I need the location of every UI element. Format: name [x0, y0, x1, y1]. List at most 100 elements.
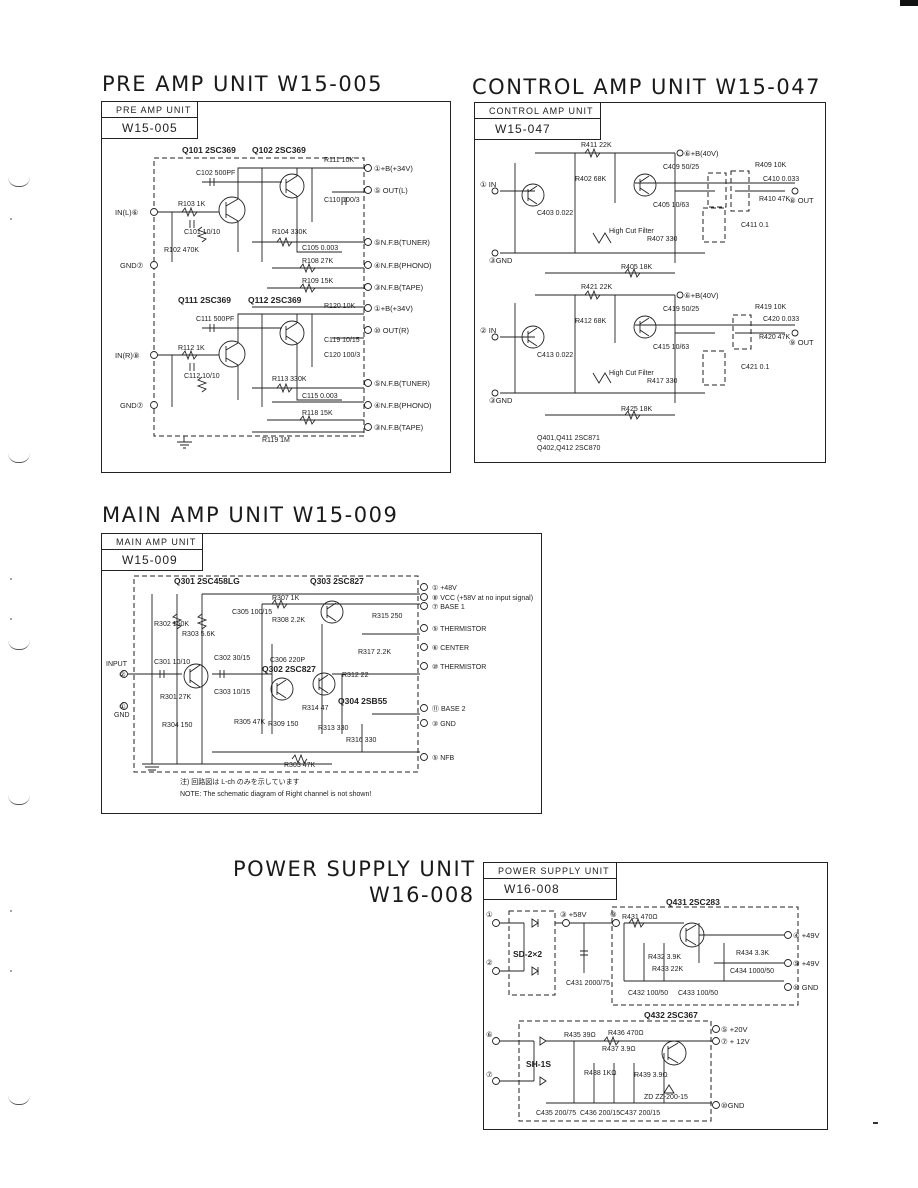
part-r434: R434 3.3K [736, 950, 769, 957]
part-r407: R407 330 [647, 236, 677, 243]
part-r411: R411 22K [581, 142, 612, 149]
part-r420: R420 47K [759, 334, 790, 341]
part-r433: R433 22K [652, 966, 683, 973]
terminal-r-4: ④N.F.B(PHONO) [374, 401, 432, 410]
label-q302: Q302 2SC827 [262, 664, 316, 674]
margin-mark [8, 795, 30, 805]
margin-mark [8, 640, 30, 650]
part-r431: R431 470Ω [622, 914, 658, 921]
rectifier-sd2: SD-2×2 [513, 949, 542, 959]
terminal-pin [791, 187, 799, 195]
circuit-wire [496, 918, 784, 982]
part-c420: C420 0.033 [763, 316, 799, 323]
capacitor-c112 [189, 363, 195, 371]
resistor-r436 [603, 1035, 620, 1047]
part-c101: C101 10/10 [184, 229, 220, 236]
control-amp-heading: CONTROL AMP UNIT W15-047 [472, 75, 821, 99]
label-q301: Q301 2SC458LG [174, 576, 240, 586]
part-c435: C435 200/75 [536, 1110, 576, 1117]
terminal-r-3: ⑤N.F.B(TUNER) [374, 379, 430, 388]
control-switch-3 [730, 170, 750, 212]
circuit-wire [500, 152, 795, 274]
label-q112: Q112 2SC369 [248, 295, 302, 305]
corner-dash [873, 1122, 878, 1124]
part-c436: C436 200/15 [580, 1110, 620, 1117]
main-terminal-5: ⑥ CENTER [432, 644, 469, 652]
circuit-wire [326, 602, 337, 622]
terminal-r-2: ⑩ OUT(R) [374, 326, 410, 335]
part-r417: R417 330 [647, 378, 677, 385]
part-c405: C405 10/63 [653, 202, 689, 209]
terminal-pin [420, 704, 428, 712]
resistor-r109 [299, 282, 316, 294]
part-r409: R409 10K [755, 162, 786, 169]
control-supply-bottom: ⑥+B(40V) [684, 291, 719, 300]
part-c105: C105 0.003 [302, 245, 338, 252]
input-in-r: IN(R)⑧ [115, 351, 140, 360]
terminal-pin [364, 238, 372, 246]
terminal-pin [420, 753, 428, 761]
ps-input-6: ⑦ [486, 1070, 493, 1079]
power-supply-box-line2: W16-008 [504, 882, 560, 896]
part-r312: R312 22 [342, 672, 369, 679]
power-supply-label-box: POWER SUPPLY UNIT W16-008 [484, 863, 617, 900]
terminal-pin [364, 326, 372, 334]
part-r303-nfb: R303 47K [284, 762, 315, 769]
resistor-r425 [624, 409, 641, 421]
resistor-r111 [196, 376, 208, 393]
terminal-pin [420, 719, 428, 727]
part-r425: R425 18K [621, 406, 652, 413]
part-r437: R437 3.9Ω [602, 1046, 636, 1053]
transistor-q402 [633, 173, 657, 197]
terminal-pin [364, 261, 372, 269]
capacitor-c431 [580, 950, 588, 956]
main-amp-label-box: MAIN AMP UNIT W15-009 [102, 534, 204, 571]
circuit-wire [276, 679, 287, 699]
part-r432: R432 3.9K [648, 954, 681, 961]
main-terminal-3: ⑦ BASE 1 [432, 603, 465, 611]
terminal-pin [712, 1037, 720, 1045]
margin-mark [8, 453, 30, 463]
control-transistor-note-1: Q401,Q411 2SC871 [537, 435, 600, 442]
capacitor-c101 [189, 220, 195, 228]
high-cut-filter-2 [592, 372, 612, 384]
terminal-pin [612, 919, 620, 927]
resistor-r108 [299, 262, 316, 274]
control-amp-label-box: CONTROL AMP UNIT W15-047 [475, 103, 601, 140]
main-note-jp: 注) 回路図は L-ch のみを示しています [180, 777, 300, 786]
part-r410: R410 47K [759, 196, 790, 203]
resistor-r302 [171, 613, 183, 630]
resistor-r411 [584, 147, 601, 159]
terminal-l-5: ③N.F.B(TAPE) [374, 283, 424, 292]
transistor-q303 [320, 600, 344, 624]
terminal-pin [784, 959, 792, 967]
part-r108: R108 27K [302, 258, 333, 265]
label-q111: Q111 2SC369 [178, 295, 231, 305]
control-gnd-1: ③GND [489, 256, 513, 265]
terminal-pin [150, 208, 158, 216]
circuit-wire [639, 175, 650, 195]
main-gnd-label: GND [114, 712, 130, 719]
part-r315: R315 250 [372, 613, 402, 620]
circuit-wire [500, 294, 795, 416]
part-r439: R439 3.9Ω [634, 1072, 668, 1079]
power-bottom-board [518, 1020, 712, 1122]
label-q102: Q102 2SC369 [252, 145, 306, 155]
part-c303: C303 10/15 [214, 689, 250, 696]
part-r103: R103 1K [178, 201, 206, 208]
part-c302: C302 30/15 [214, 655, 250, 662]
control-switch-1 [707, 172, 727, 208]
part-c102: C102 500PF [196, 170, 235, 177]
circuit-wire [189, 664, 201, 688]
part-c111: C111 500PF [196, 316, 234, 323]
resistor-r103 [181, 206, 198, 218]
main-amp-box-line2: W15-009 [122, 553, 178, 567]
circuit-wire [142, 763, 162, 771]
part-c120: C120 100/3 [324, 352, 360, 359]
circuit-wire [685, 924, 697, 946]
margin-dot [10, 618, 12, 620]
main-terminal-9: ⑤ NFB [432, 754, 455, 762]
terminal-pin [491, 249, 499, 257]
part-c434: C434 1000/50 [730, 968, 774, 975]
control-amp-box-line1: CONTROL AMP UNIT [475, 103, 600, 119]
